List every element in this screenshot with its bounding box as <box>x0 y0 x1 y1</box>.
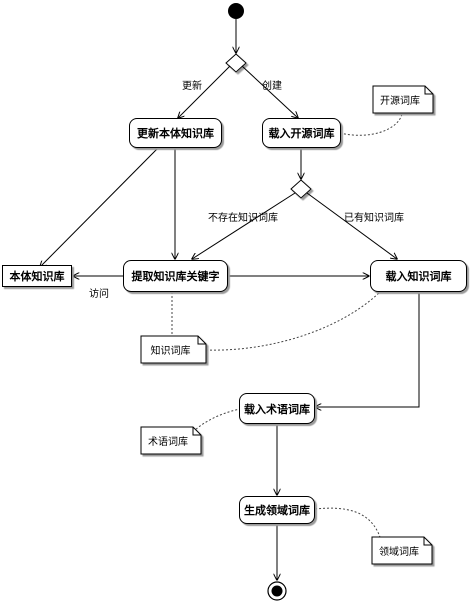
action-update-ontology-label: 更新本体知识库 <box>137 127 214 140</box>
note-domain-lexicon: 领域词库 <box>372 537 432 564</box>
action-load-open-lexicon-label: 载入开源词库 <box>268 127 335 140</box>
edge-create <box>241 65 298 118</box>
note-knowledge-lexicon: 知识词库 <box>141 336 206 363</box>
edge-update-to-ontology <box>40 147 159 267</box>
decision-node-1 <box>225 53 247 73</box>
note-term-lexicon-shape <box>140 426 202 455</box>
edge-exists <box>306 192 397 259</box>
note-knowledge-lexicon-shape <box>140 335 207 364</box>
note-term-lexicon-fold <box>192 427 201 436</box>
action-generate-domain-lexicon-label: 生成领域词库 <box>244 504 310 517</box>
initial-node <box>228 3 244 19</box>
action-extract-keywords: 提取知识库关键字 <box>123 260 228 292</box>
note-term-lexicon: 术语词库 <box>141 427 201 454</box>
edge-not-exist <box>192 192 296 259</box>
action-load-term-lexicon-label: 载入术语词库 <box>244 402 310 416</box>
object-ontology-kb: 本体知识库 <box>2 265 72 287</box>
connector-open-lexicon <box>339 113 403 136</box>
note-domain-lexicon-text: 领域词库 <box>379 547 419 558</box>
note-knowledge-lexicon-text: 知识词库 <box>150 346 191 357</box>
connector-domain-lexicon <box>314 507 381 538</box>
action-load-open-lexicon: 载入开源词库 <box>262 118 341 148</box>
action-extract-keywords-label: 提取知识库关键字 <box>131 270 220 283</box>
edge-label-not-exist: 不存在知识词库 <box>208 213 278 224</box>
decision-node-2 <box>290 179 312 199</box>
edge-label-update: 更新 <box>182 81 202 92</box>
edge-label-create: 创建 <box>262 81 282 92</box>
edge-label-exists: 已有知识词库 <box>344 213 404 224</box>
note-knowledge-lexicon-fold <box>197 336 206 345</box>
action-load-knowledge-lexicon-label: 载入知识词库 <box>385 270 452 283</box>
edge-update <box>178 65 231 118</box>
action-update-ontology: 更新本体知识库 <box>129 118 222 148</box>
edge-knowledge-to-term <box>315 292 420 407</box>
note-open-lexicon-fold <box>424 86 433 95</box>
final-node-inner <box>271 585 283 597</box>
action-generate-domain-lexicon: 生成领域词库 <box>239 496 315 524</box>
object-ontology-kb-label: 本体知识库 <box>9 270 65 283</box>
note-open-lexicon-text: 开源词库 <box>380 96 420 107</box>
note-open-lexicon: 开源词库 <box>373 86 433 113</box>
note-open-lexicon-shape <box>372 85 434 114</box>
note-domain-lexicon-shape <box>371 536 433 565</box>
edge-label-access: 访问 <box>89 289 109 300</box>
action-load-knowledge-lexicon: 载入知识词库 <box>370 260 467 292</box>
note-term-lexicon-text: 术语词库 <box>148 437 188 448</box>
action-load-term-lexicon: 载入术语词库 <box>239 393 315 424</box>
connector-term-lexicon <box>192 408 241 433</box>
note-domain-lexicon-fold <box>423 537 432 546</box>
connector-knowledge-lexicon-b <box>205 291 381 351</box>
